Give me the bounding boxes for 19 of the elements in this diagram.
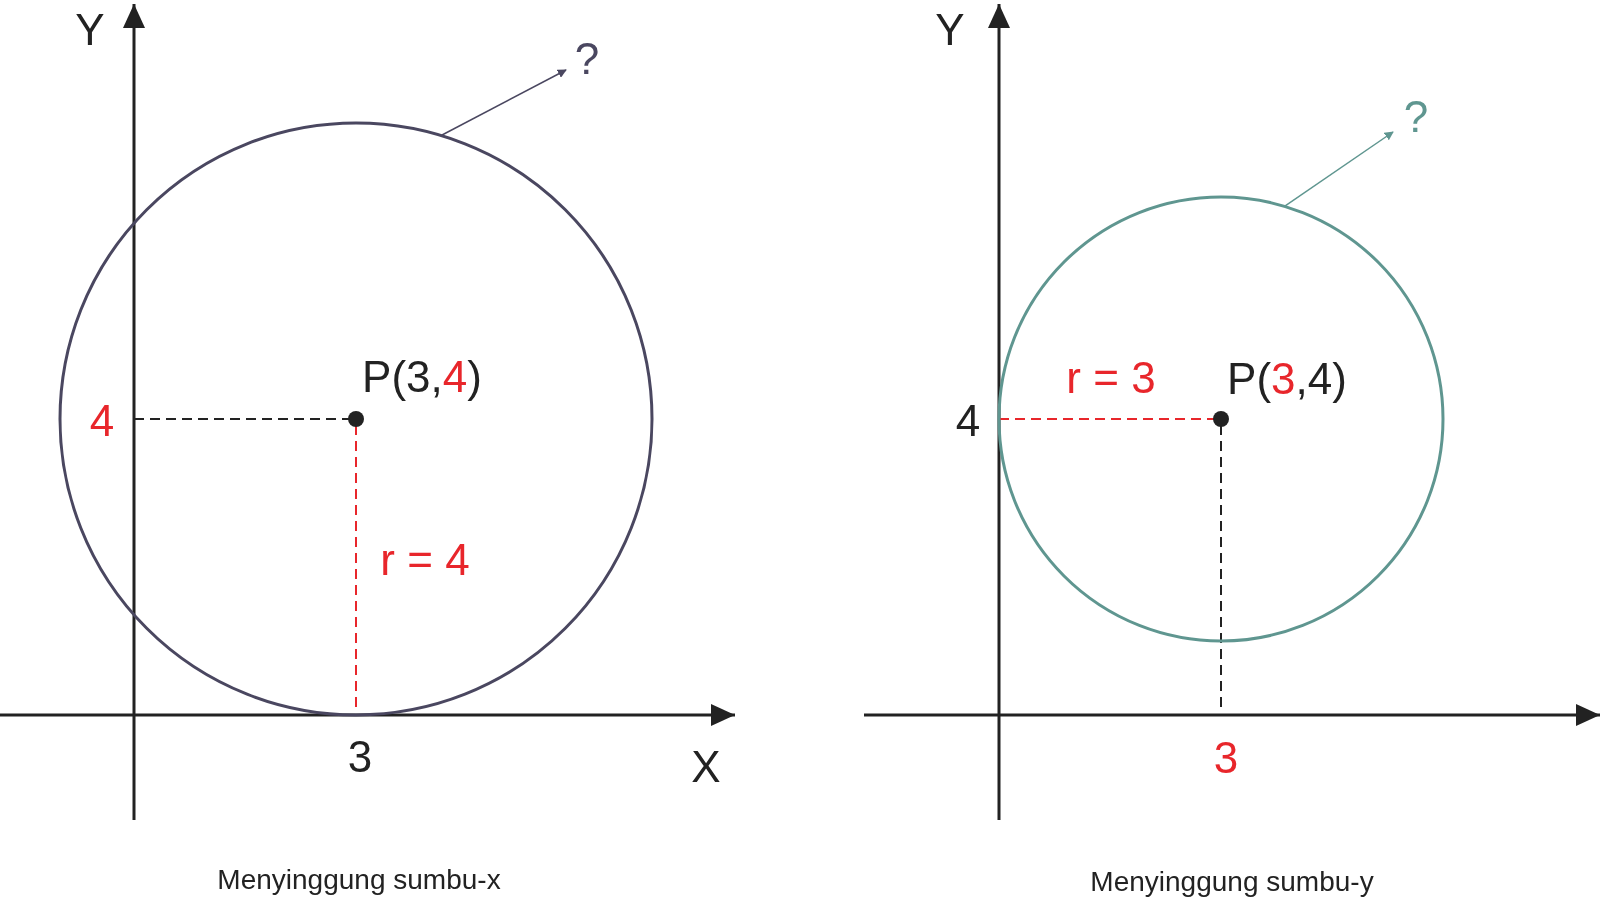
- axis-label: Y: [75, 8, 105, 52]
- axis-label: Y: [935, 8, 965, 52]
- circle-outline: [997, 195, 1445, 643]
- axis-label: X: [691, 745, 721, 789]
- point-label: P(3,4): [1227, 357, 1347, 401]
- coordinate-value: 4: [89, 399, 115, 443]
- radius-label: r = 4: [380, 538, 470, 582]
- caption-text: Menyinggung sumbu-y: [1090, 868, 1374, 896]
- question-mark: ?: [1401, 92, 1431, 142]
- point-label: P(3,4): [362, 355, 482, 399]
- radius-label: r = 3: [1066, 356, 1156, 400]
- coordinate-value: 3: [347, 735, 373, 779]
- leader-arrow: [440, 69, 567, 137]
- caption-text: Menyinggung sumbu-x: [217, 866, 501, 894]
- circle-outline: [58, 121, 654, 717]
- question-mark: ?: [572, 34, 602, 84]
- leader-arrow: [1283, 131, 1394, 207]
- coordinate-value: 3: [1213, 736, 1239, 780]
- coordinate-value: 4: [955, 399, 981, 443]
